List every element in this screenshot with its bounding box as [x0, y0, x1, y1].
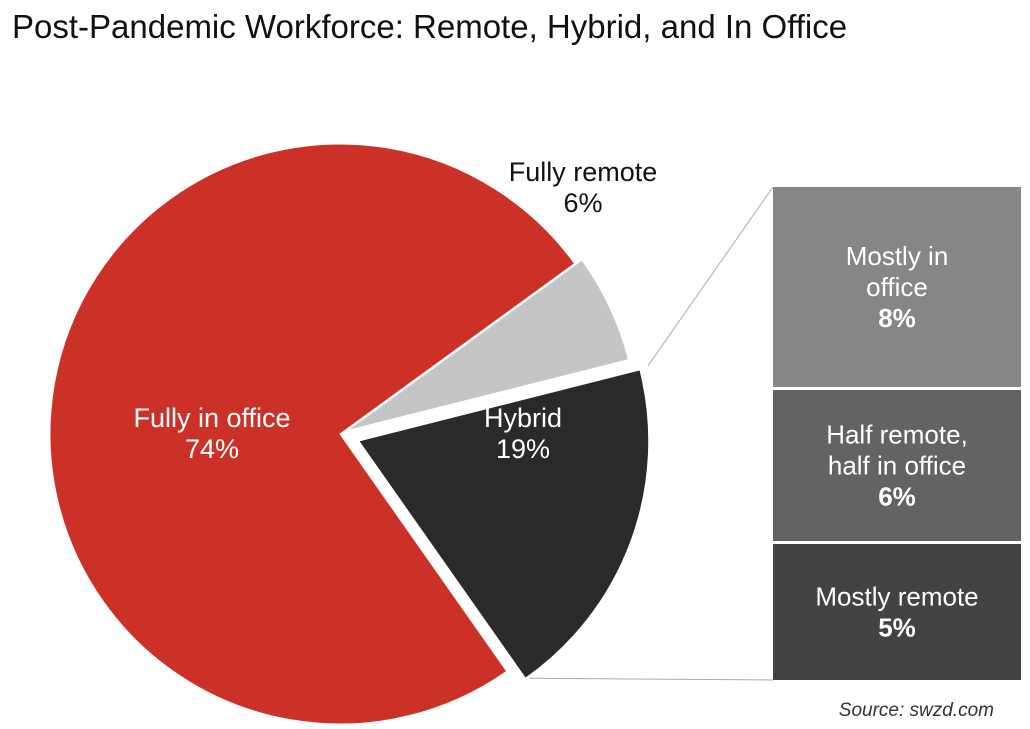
pie-slice-fully-in-office: [49, 143, 576, 725]
breakdown-label-half-remote-half-in-office-line: half in office: [828, 451, 966, 481]
slice-label-hybrid-line: Hybrid: [484, 403, 562, 433]
slice-label-fully-in-office-line: Fully in office: [133, 403, 290, 433]
source-note: Source: swzd.com: [838, 700, 994, 721]
pie-slice-fully-remote: [346, 259, 630, 432]
pie-slice-hybrid: [357, 369, 650, 679]
breakdown-label-mostly-in-office-line: 8%: [878, 303, 916, 333]
breakdown-connectors: [529, 186, 774, 681]
slice-label-fully-remote-line: Fully remote: [509, 157, 658, 187]
slice-label-fully-remote-line: 6%: [563, 188, 602, 218]
breakdown-box-mostly-in-office: [773, 187, 1021, 387]
slice-label-hybrid-line: 19%: [496, 434, 550, 464]
breakdown-box-half-remote-half-in-office: [773, 390, 1021, 541]
breakdown-label-mostly-in-office-line: Mostly in: [846, 241, 949, 271]
pie-slices: [49, 143, 650, 725]
breakdown-label-half-remote-half-in-office-line: 6%: [878, 482, 916, 512]
slice-label-fully-in-office-line: 74%: [185, 434, 239, 464]
breakdown-label-mostly-remote-line: Mostly remote: [815, 582, 978, 612]
breakdown-box-mostly-remote: [773, 544, 1021, 680]
connector-bottom: [529, 677, 774, 681]
breakdown-label-half-remote-half-in-office-line: Half remote,: [826, 420, 968, 450]
chart-title: Post-Pandemic Workforce: Remote, Hybrid,…: [12, 8, 848, 45]
breakdown-label-mostly-remote-line: 5%: [878, 613, 916, 643]
breakdown-label-mostly-in-office-line: office: [866, 272, 928, 302]
connector-top: [647, 186, 774, 367]
